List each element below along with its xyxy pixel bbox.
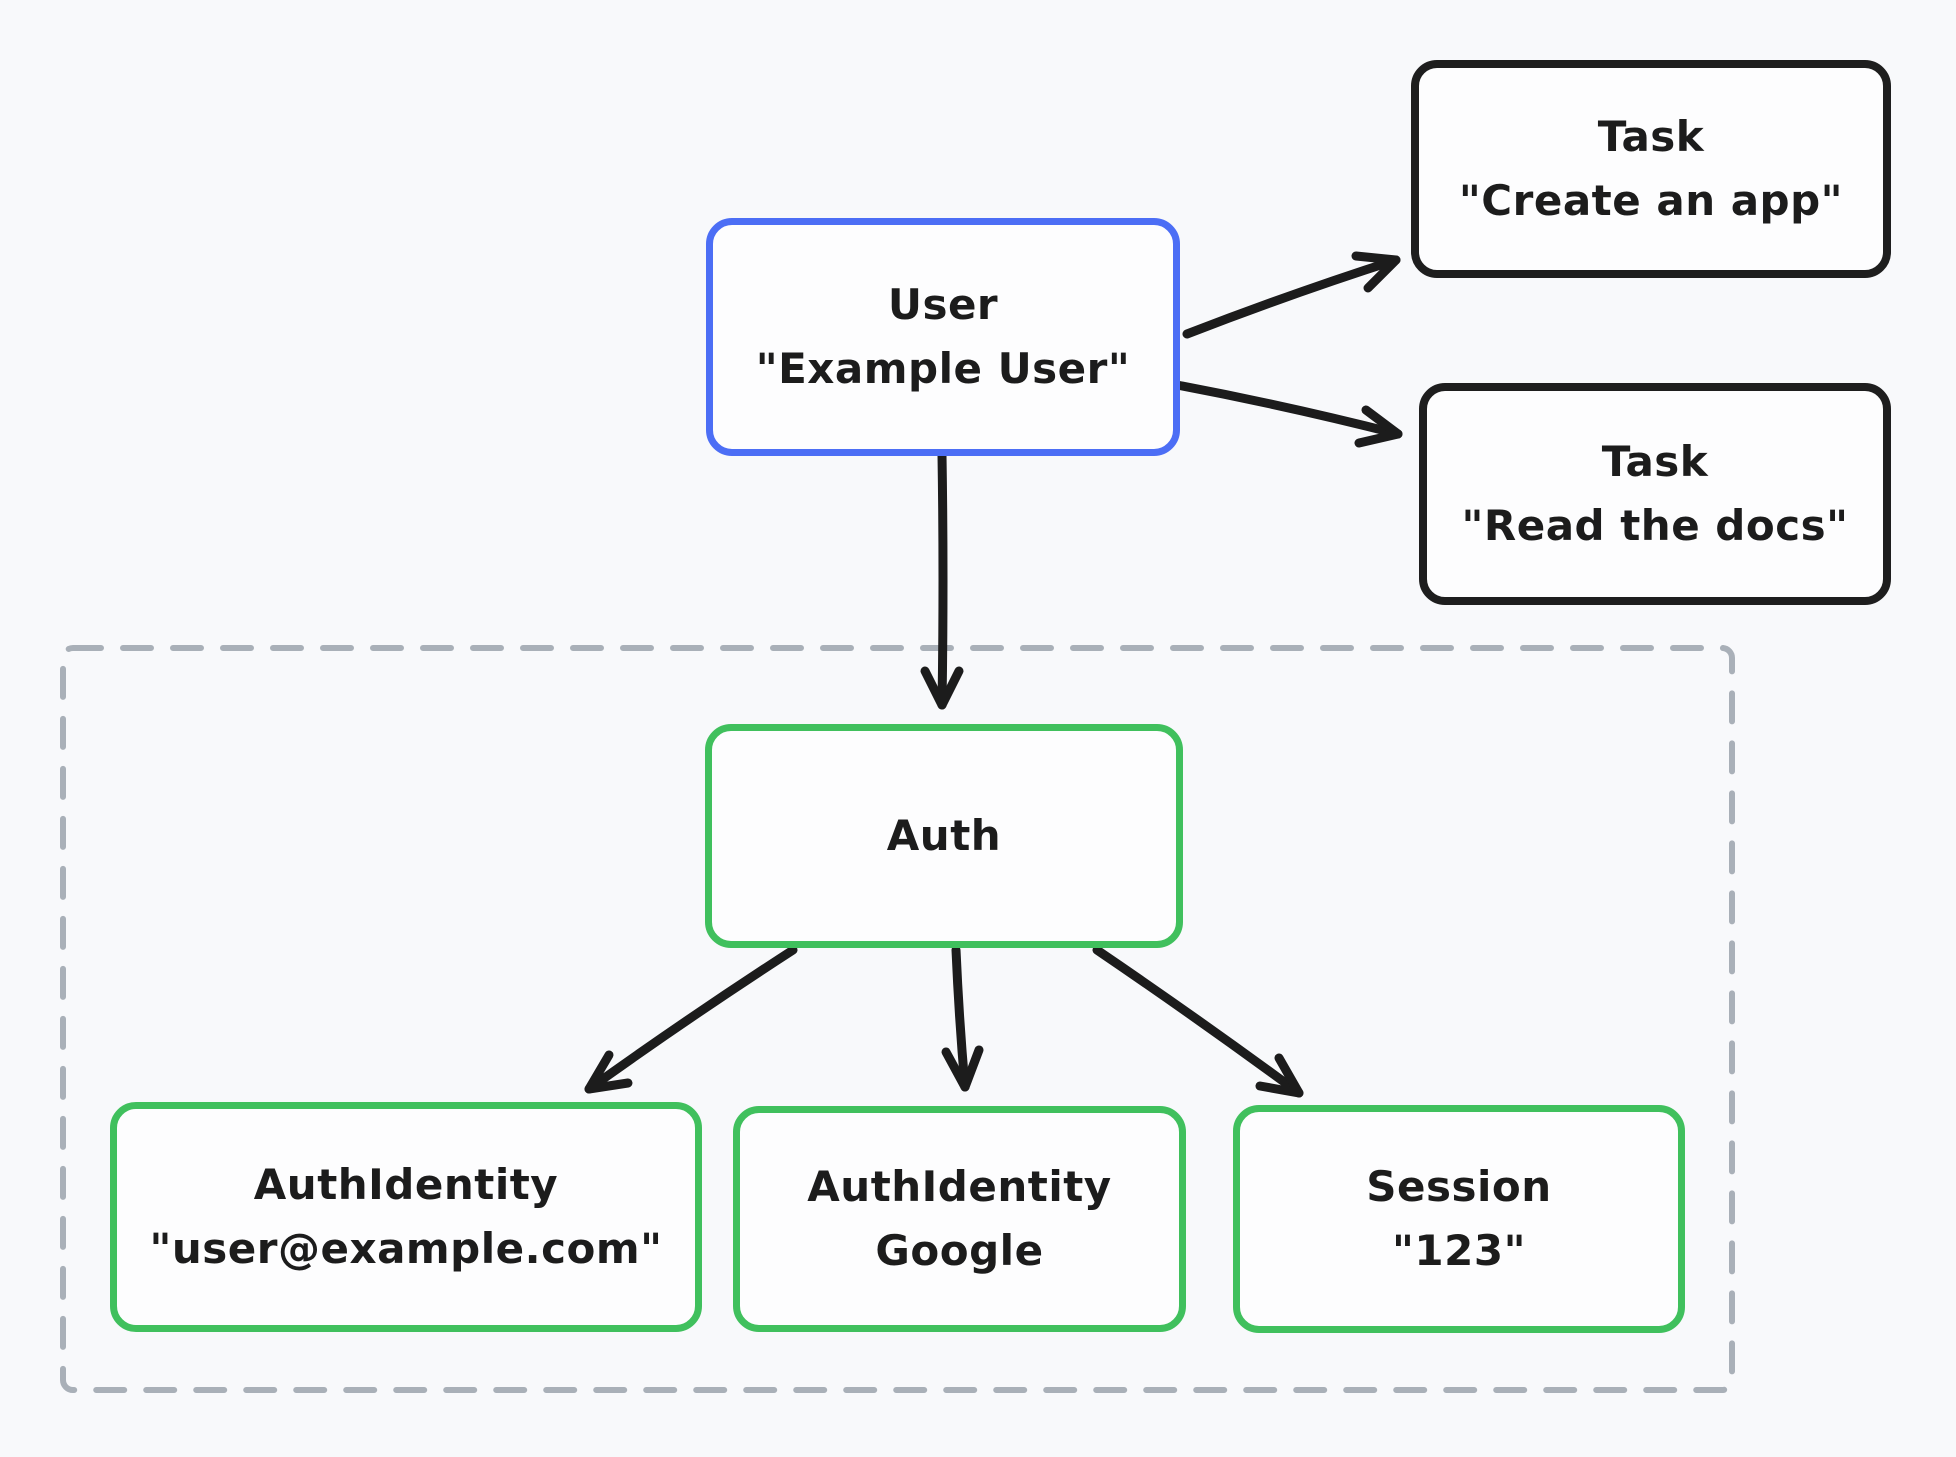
arrow-auth-to-identity-google <box>941 945 984 1092</box>
arrow-auth-to-session <box>1092 945 1304 1098</box>
node-auth-identity-email-value: "user@example.com" <box>149 1224 663 1273</box>
node-auth-identity-google-value: Google <box>875 1226 1044 1275</box>
node-user-value: "Example User" <box>755 344 1131 393</box>
node-auth-type: Auth <box>886 810 1002 860</box>
node-auth-identity-google-type: AuthIdentity <box>807 1161 1112 1211</box>
node-task-read-the-docs: Task "Read the docs" <box>1419 383 1891 605</box>
node-auth: Auth <box>705 724 1183 948</box>
node-user-type: User <box>887 279 999 329</box>
node-session-type: Session <box>1366 1161 1552 1211</box>
node-task-create-type: Task <box>1597 111 1705 161</box>
node-task-create-an-app: Task "Create an app" <box>1411 60 1891 278</box>
node-auth-identity-google: AuthIdentity Google <box>733 1106 1186 1332</box>
arrow-user-to-task-read <box>1172 380 1403 448</box>
arrow-auth-to-identity-email <box>584 945 798 1094</box>
node-auth-identity-email-type: AuthIdentity <box>253 1159 559 1209</box>
arrow-user-to-task-create <box>1182 251 1401 339</box>
node-session-value: "123" <box>1392 1226 1526 1275</box>
auth-group-boundary <box>60 645 1735 1393</box>
node-task-read-type: Task <box>1601 436 1709 486</box>
node-auth-identity-email: AuthIdentity "user@example.com" <box>110 1102 702 1332</box>
node-task-create-value: "Create an app" <box>1458 176 1844 225</box>
node-session: Session "123" <box>1233 1105 1685 1333</box>
node-user: User "Example User" <box>706 218 1180 456</box>
node-task-read-value: "Read the docs" <box>1461 501 1849 550</box>
arrow-user-to-auth <box>920 450 964 710</box>
